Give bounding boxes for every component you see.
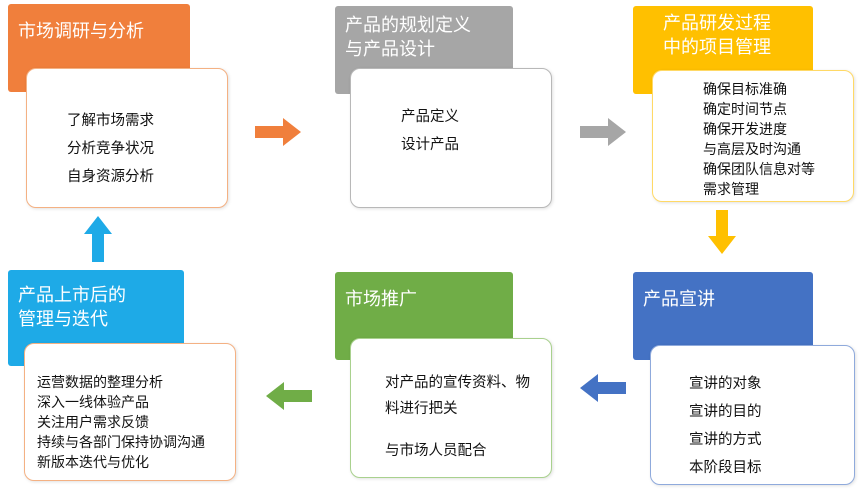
stage-item: 确定时间节点 (703, 102, 787, 118)
stage-box: 产品定义 设计产品 (350, 68, 552, 208)
stage-title: 产品的规划定义 与产品设计 (345, 15, 471, 60)
stage-item: 深入一线体验产品 (37, 395, 149, 411)
stage-box: 确保目标准确 确定时间节点 确保开发进度 与高层及时沟通 确保团队信息对等 需求… (652, 70, 854, 202)
stage-item: 对产品的宣传资料、物 (385, 375, 530, 391)
arrow-left-icon (266, 382, 312, 410)
stage-title: 市场调研与分析 (18, 21, 144, 42)
stage-title: 产品宣讲 (643, 289, 715, 310)
stage-item: 了解市场需求 (67, 113, 154, 129)
stage-item: 宣讲的对象 (689, 376, 762, 392)
stage-item: 运营数据的整理分析 (37, 375, 163, 391)
stage-item: 确保团队信息对等 (703, 162, 815, 178)
arrow-right-icon (580, 118, 626, 146)
stage-item: 确保开发进度 (703, 122, 787, 138)
stage-item: 与高层及时沟通 (703, 142, 801, 158)
stage-item: 设计产品 (401, 137, 459, 153)
stage-item: 分析竞争状况 (67, 141, 154, 157)
stage-box: 宣讲的对象 宣讲的目的 宣讲的方式 本阶段目标 (650, 345, 855, 485)
arrow-left-icon (580, 374, 626, 402)
stage-box: 运营数据的整理分析 深入一线体验产品 关注用户需求反馈 持续与各部门保持协调沟通… (24, 343, 236, 481)
stage-item: 自身资源分析 (67, 169, 154, 185)
stage-item: 关注用户需求反馈 (37, 415, 149, 431)
arrow-right-icon (255, 118, 301, 146)
stage-item: 持续与各部门保持协调沟通 (37, 435, 205, 451)
stage-box: 了解市场需求 分析竞争状况 自身资源分析 (26, 68, 228, 208)
stage-title: 市场推广 (345, 289, 417, 310)
stage-item: 宣讲的目的 (689, 404, 762, 420)
stage-item: 需求管理 (703, 182, 759, 198)
stage-box: 对产品的宣传资料、物 料进行把关 与市场人员配合 (350, 338, 552, 478)
stage-item: 新版本迭代与优化 (37, 455, 149, 471)
stage-item: 与市场人员配合 (385, 443, 487, 459)
stage-title: 产品研发过程 中的项目管理 (663, 13, 771, 58)
arrow-down-icon (708, 210, 736, 254)
stage-item: 料进行把关 (385, 401, 458, 417)
stage-title: 产品上市后的 管理与迭代 (18, 285, 126, 330)
stage-item: 确保目标准确 (703, 82, 787, 98)
stage-item: 宣讲的方式 (689, 432, 762, 448)
stage-item: 产品定义 (401, 109, 459, 125)
arrow-up-icon (84, 216, 112, 262)
stage-item: 本阶段目标 (689, 460, 762, 476)
